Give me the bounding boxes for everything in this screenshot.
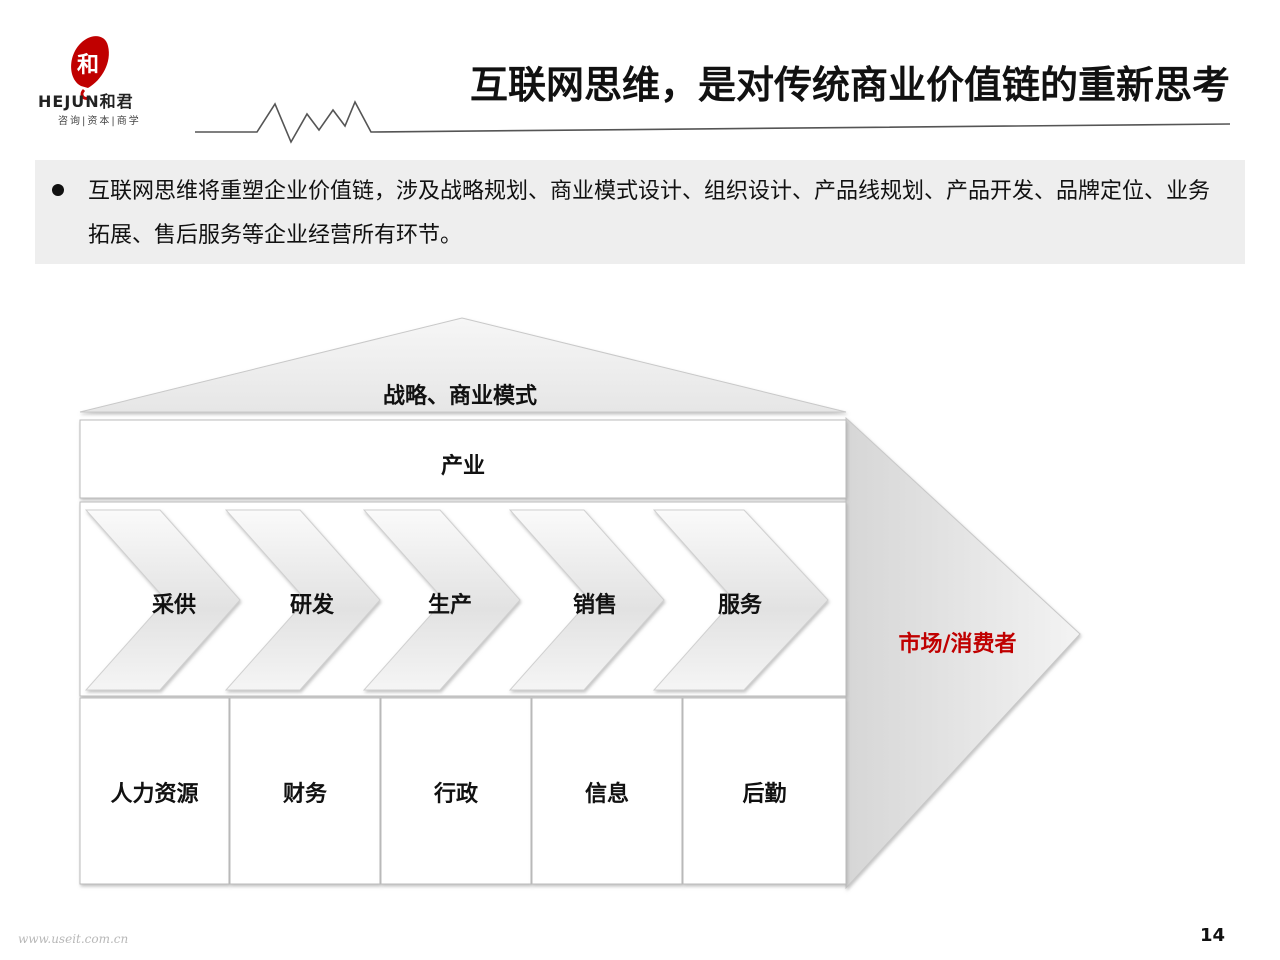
chevron-production [362,509,521,691]
primary-activity-label: 服务 [717,593,762,618]
primary-activity-label: 生产 [427,593,472,618]
support-cell [229,697,381,885]
hejun-logo-icon: 和 [71,36,109,100]
support-cell [79,697,230,885]
support-activity-label: 信息 [584,782,629,807]
page-number: 14 [1199,925,1225,946]
chevron-rnd [224,509,381,691]
bullet-icon [52,184,64,196]
primary-activity-label: 研发 [289,593,334,618]
primary-activity-label: 采供 [151,593,196,618]
support-activity-label: 行政 [433,782,478,807]
support-cell [531,697,683,885]
support-activity-label: 后勤 [742,782,787,807]
page-title: 互联网思维，是对传统商业价值链的重新思考 [469,63,1230,107]
support-activity-label: 财务 [282,782,327,807]
strategy-label: 战略、商业模式 [382,384,537,409]
industry-label: 产业 [440,454,485,479]
support-cells [79,697,847,885]
chevron-procurement [84,509,241,691]
strategy-roof [79,317,847,413]
heartbeat-divider [195,100,1230,144]
brand-tagline: 咨询|资本|商学 [58,116,141,127]
brand-name: HEJUN和君 [38,92,134,111]
industry-row [79,419,847,499]
chevron-service [652,509,829,691]
summary-text: 互联网思维将重塑企业价值链，涉及战略规划、商业模式设计、组织设计、产品线规划、产… [88,179,1211,248]
watermark: www.useit.com.cn [18,932,129,946]
market-label: 市场/消费者 [898,632,1017,657]
chevron-sales [508,509,665,691]
logo-mark: 和 [77,53,99,78]
chevron-group [84,509,829,691]
primary-activity-label: 销售 [572,593,617,618]
support-activity-label: 人力资源 [110,782,199,807]
support-cell [682,697,847,885]
summary-box [35,160,1245,264]
support-cell [380,697,532,885]
